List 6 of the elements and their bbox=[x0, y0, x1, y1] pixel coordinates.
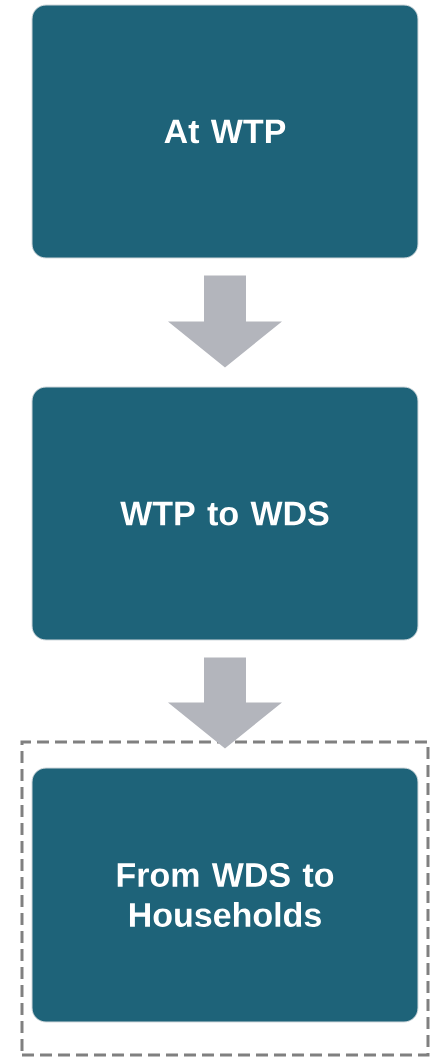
process-box: From WDS to Households bbox=[31, 767, 419, 1023]
block-arrow bbox=[168, 275, 282, 368]
process-box: WTP to WDS bbox=[31, 386, 419, 641]
dashed-frame bbox=[20, 740, 430, 1057]
block-arrow bbox=[168, 657, 282, 749]
process-box: At WTP bbox=[31, 4, 419, 259]
